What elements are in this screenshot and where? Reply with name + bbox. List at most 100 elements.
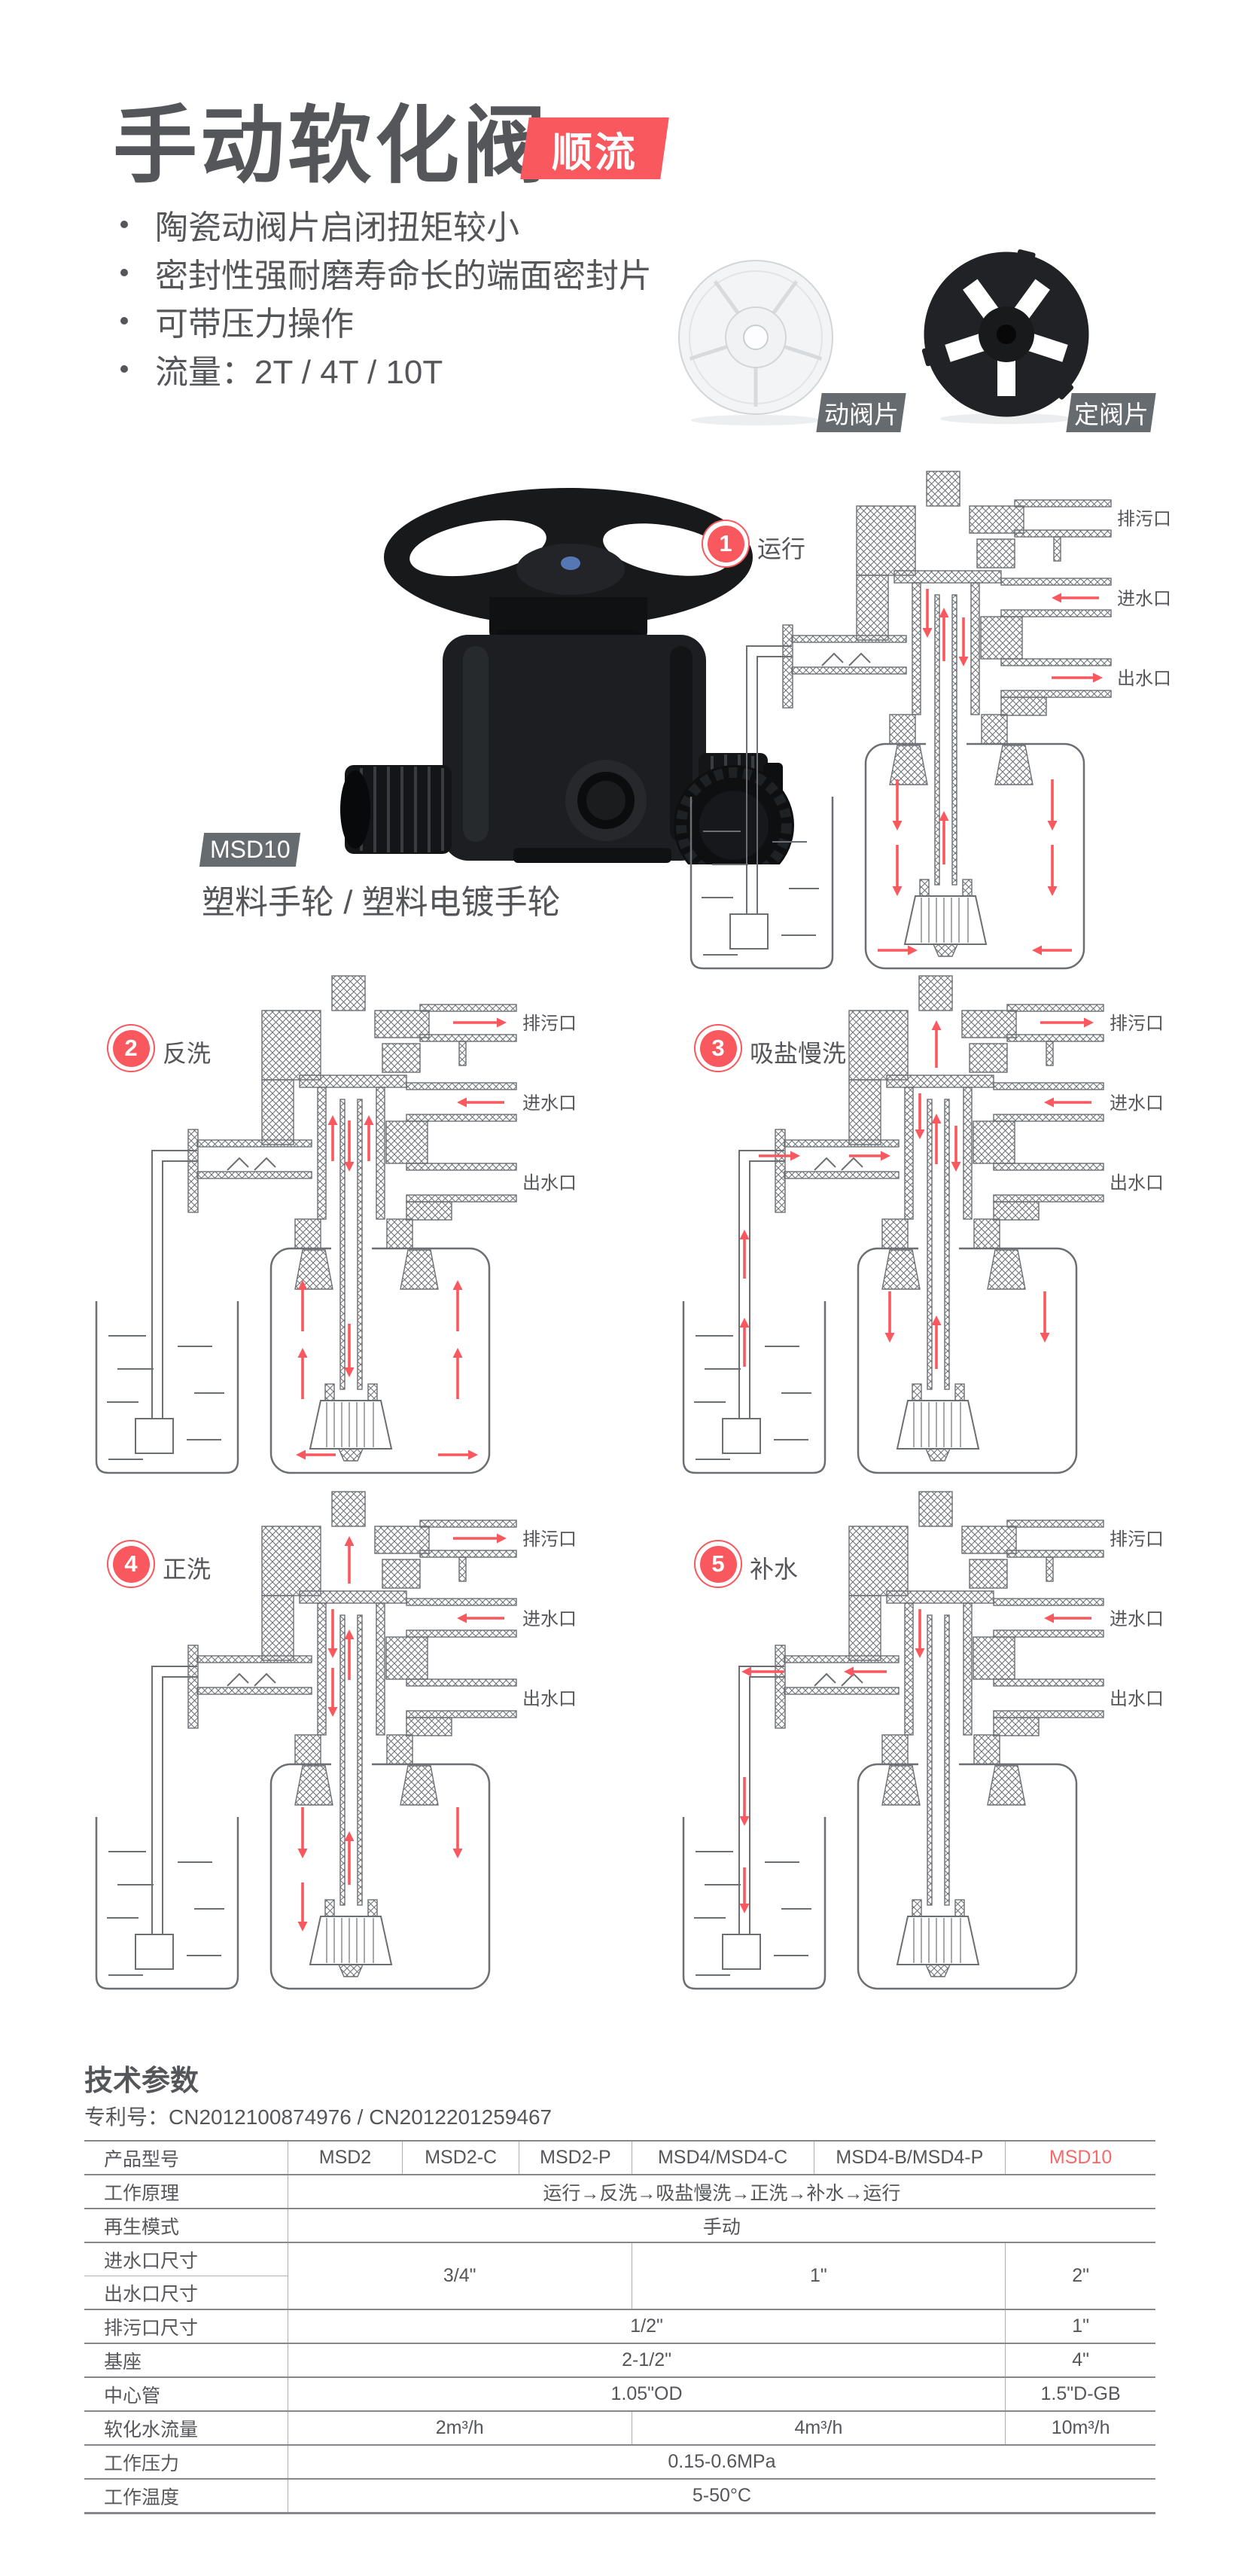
flow-diagram-svg: 排污口 进水口 出水口 [95, 1490, 577, 1990]
feature-text: 陶瓷动阀片启闭扭矩较小 [155, 209, 519, 246]
bullet-dot-icon [120, 317, 128, 325]
value-cell: 10m³/h [1005, 2410, 1155, 2445]
step-label: 正洗 [163, 1556, 212, 1583]
table-row-flow: 软化水流量 2m³/h 4m³/h 10m³/h [84, 2410, 1155, 2445]
value-cell: 0.15-0.6MPa [287, 2444, 1155, 2479]
flow-diagram-svg: 排污口 进水口 出水口 [682, 1490, 1164, 1990]
outlet-port-label: 出水口 [522, 1173, 577, 1193]
flow-diagram-svg: 排污口 进水口 出水口 [682, 974, 1164, 1474]
flow-arrows [296, 1017, 507, 1460]
step-number-badge: 1 [702, 520, 750, 568]
drain-port-label: 排污口 [522, 1014, 577, 1034]
flow-direction-badge: 顺流 [520, 117, 669, 179]
feature-text: 可带压力操作 [155, 306, 354, 343]
inlet-port-label: 进水口 [1110, 1609, 1164, 1629]
drain-port-label: 排污口 [1110, 1014, 1164, 1034]
value-cell: 1" [631, 2242, 1006, 2309]
value-cell: 运行→反洗→吸盐慢洗→正洗→补水→运行 [287, 2174, 1155, 2209]
value-cell: 1.05"OD [287, 2376, 1006, 2411]
row-label: 工作原理 [84, 2174, 288, 2209]
value-cell: 1.5"D-GB [1005, 2376, 1155, 2411]
table-row-models: 产品型号 MSD2 MSD2-C MSD2-P MSD4/MSD4-C MSD4… [84, 2140, 1155, 2175]
row-label: 基座 [84, 2343, 288, 2377]
moving-disc-label: 动阀片 [823, 401, 899, 428]
drain-port-label: 排污口 [522, 1529, 577, 1550]
flow-arrows [297, 1533, 507, 1931]
drain-port-label: 排污口 [1117, 509, 1171, 529]
value-cell: 2-1/2" [287, 2343, 1006, 2377]
specs-section-title: 技术参数 [84, 2065, 199, 2097]
bullet-dot-icon [120, 269, 128, 276]
model-cell: MSD2 [287, 2140, 403, 2175]
value-cell: 1" [1005, 2309, 1155, 2343]
moving-disc-image [678, 260, 833, 425]
table-row-inlet-size: 进水口尺寸 3/4" 1" 2" [84, 2242, 1155, 2309]
drain-port-label: 排污口 [1110, 1529, 1164, 1550]
row-label: 再生模式 [84, 2208, 288, 2242]
diagram-refill: 排污口 进水口 出水口 5 补水 [670, 1487, 1167, 1999]
diagram-fast-rinse: 排污口 进水口 出水口 4 正洗 [83, 1487, 580, 1999]
table-row-center-tube: 中心管 1.05"OD 1.5"D-GB [84, 2376, 1155, 2411]
specs-table: 产品型号 MSD2 MSD2-C MSD2-P MSD4/MSD4-C MSD4… [84, 2140, 1155, 2514]
value-cell: 3/4" [287, 2242, 632, 2309]
outlet-port-label: 出水口 [1110, 1689, 1164, 1709]
patent-number: 专利号：CN2012100874976 / CN2012201259467 [84, 2105, 553, 2129]
product-caption: 塑料手轮 / 塑料电镀手轮 [202, 884, 561, 921]
step-label: 反洗 [163, 1040, 212, 1067]
table-row-pressure: 工作压力 0.15-0.6MPa [84, 2444, 1155, 2479]
row-label: 排污口尺寸 [84, 2309, 288, 2343]
inlet-port-label: 进水口 [522, 1093, 577, 1114]
inlet-port-label: 进水口 [1117, 589, 1171, 609]
diagram-backwash: 排污口 进水口 出水口 2 反洗 [83, 971, 580, 1483]
flow-arrows [739, 1017, 1094, 1369]
feature-bullet: 流量：2T / 4T / 10T [120, 345, 652, 393]
value-cell: 4m³/h [631, 2410, 1006, 2445]
moving-disc-badge: 动阀片 [816, 393, 906, 432]
outlet-port-label: 出水口 [1117, 669, 1171, 689]
value-cell: 手动 [287, 2208, 1155, 2242]
bullet-dot-icon [120, 365, 128, 373]
table-row-outlet-size: 出水口尺寸 [84, 2276, 1155, 2309]
value-cell: 1/2" [287, 2309, 1006, 2343]
diagram-service: 排污口 进水口 出水口 1 运行 [677, 467, 1174, 979]
step-label: 补水 [750, 1556, 799, 1583]
row-label: 出水口尺寸 [84, 2276, 288, 2309]
diagram-brine-slow-rinse: 排污口 进水口 出水口 3 吸盐慢洗 [670, 971, 1167, 1483]
row-label: 软化水流量 [84, 2410, 288, 2445]
row-label: 产品型号 [84, 2140, 288, 2175]
feature-bullet: 密封性强耐磨寿命长的端面密封片 [120, 248, 652, 297]
step-label: 运行 [757, 535, 806, 562]
table-row-temperature: 工作温度 5-50°C [84, 2478, 1155, 2514]
page-title: 手动软化阀 [113, 99, 549, 193]
flow-arrows [739, 1609, 1091, 1913]
value-cell: 4" [1005, 2343, 1155, 2377]
model-badge: MSD10 [199, 833, 301, 867]
row-label: 中心管 [84, 2376, 288, 2411]
flow-diagram-svg: 排污口 进水口 出水口 [690, 470, 1171, 970]
bullet-dot-icon [120, 221, 128, 228]
feature-text: 流量：2T / 4T / 10T [155, 354, 443, 391]
inlet-port-label: 进水口 [522, 1609, 577, 1629]
feature-bullet: 陶瓷动阀片启闭扭矩较小 [120, 200, 652, 248]
model-cell: MSD4-B/MSD4-P [813, 2140, 1006, 2175]
fixed-disc-image [921, 249, 1089, 424]
row-label: 工作温度 [84, 2478, 288, 2514]
flow-diagram-svg: 排污口 进水口 出水口 [95, 974, 577, 1474]
value-cell: 5-50°C [287, 2478, 1155, 2514]
feature-text: 密封性强耐磨寿命长的端面密封片 [155, 258, 652, 294]
outlet-port-label: 出水口 [1110, 1173, 1164, 1193]
outlet-port-label: 出水口 [522, 1689, 577, 1709]
model-cell: MSD2-P [519, 2140, 632, 2175]
row-label: 进水口尺寸 [84, 2242, 288, 2276]
feature-list: 陶瓷动阀片启闭扭矩较小 密封性强耐磨寿命长的端面密封片 可带压力操作 流量：2T… [120, 200, 652, 393]
specs-table-wrap: 产品型号 MSD2 MSD2-C MSD2-P MSD4/MSD4-C MSD4… [84, 2140, 1155, 2514]
model-cell: MSD2-C [402, 2140, 519, 2175]
value-cell: 2m³/h [287, 2410, 632, 2445]
flow-direction-badge-label: 顺流 [552, 130, 638, 175]
valve-product-image [340, 488, 794, 864]
feature-bullet: 可带压力操作 [120, 297, 652, 345]
step-number-badge: 5 [694, 1540, 742, 1588]
model-badge-label: MSD10 [209, 836, 291, 863]
table-row-drain-size: 排污口尺寸 1/2" 1" [84, 2309, 1155, 2343]
